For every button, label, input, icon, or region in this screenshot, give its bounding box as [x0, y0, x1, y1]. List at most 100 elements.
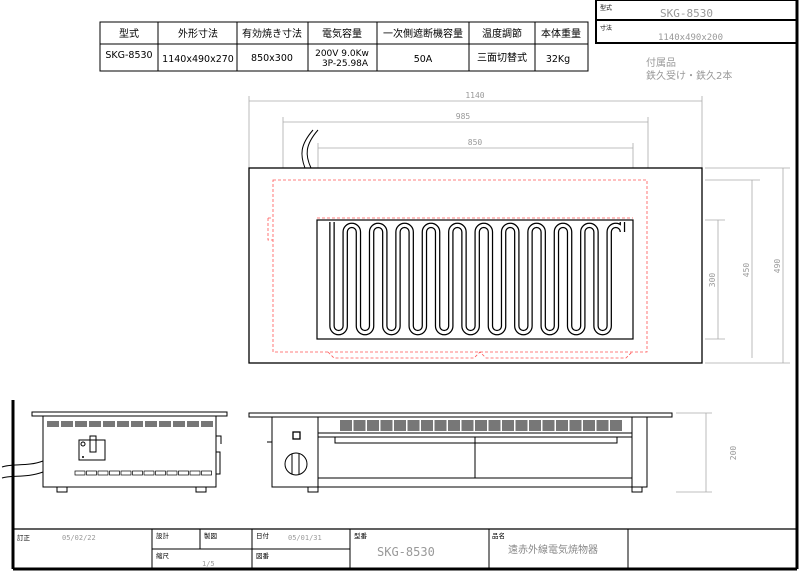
power-cord	[301, 129, 319, 169]
info-model-label: 型式	[600, 4, 612, 12]
top-view-dimensions: 1140 985 850 300 450 490	[248, 91, 790, 364]
dim-width-mid: 985	[456, 112, 471, 121]
model-no-label: 型番	[354, 531, 368, 540]
vent-slot	[448, 420, 460, 431]
vent-slot	[542, 420, 555, 431]
dim-depth-mid: 450	[742, 263, 751, 278]
switch-plate	[78, 439, 106, 461]
title-block: 訂正 設計 製図 日付 縮尺 図番 型番 品名 05/02/22 05/01/3…	[13, 528, 797, 569]
header-temp: 温度調節	[482, 27, 522, 40]
accessories-items: 鉄久受け・鉄久2本	[646, 69, 732, 82]
scale-label: 縮尺	[156, 551, 170, 560]
spec-table: 型式 外形寸法 有効焼き寸法 電気容量 一次側遮断機容量 温度調節 本体重量 S…	[99, 21, 589, 72]
vent-slot	[201, 470, 212, 476]
vent-slot	[47, 421, 59, 427]
vent-slot	[74, 470, 86, 476]
cell-power-2: 3P-25.98A	[322, 59, 369, 69]
dim-depth-cook: 300	[708, 273, 717, 288]
vent-slot	[75, 421, 87, 427]
vent-slot	[583, 420, 595, 431]
header-model: 型式	[119, 27, 139, 40]
vent-slot	[461, 420, 474, 431]
vent-slot	[569, 420, 582, 431]
info-size-label: 寸法	[600, 24, 612, 32]
vent-slot	[596, 420, 609, 431]
vent-slot	[353, 420, 366, 431]
info-model-value: SKG-8530	[660, 7, 713, 20]
vent-slot	[529, 420, 541, 431]
vent-slot	[421, 420, 433, 431]
scale-value: 1/5	[202, 560, 215, 568]
vent-slot	[155, 470, 166, 476]
accessories-title: 付属品	[646, 56, 676, 69]
cell-weight: 32Kg	[546, 54, 570, 65]
temperature-knob	[284, 452, 308, 476]
cell-model: SKG-8530	[105, 50, 152, 61]
vent-slot	[610, 420, 622, 431]
revision-label: 訂正	[17, 533, 31, 542]
cooking-plate	[316, 219, 634, 340]
vent-slot	[178, 470, 189, 476]
header-power: 電気容量	[322, 27, 362, 40]
vent-slot	[556, 420, 568, 431]
info-size-value: 1140x490x200	[658, 33, 723, 43]
vent-slot	[488, 420, 501, 431]
heater-coil	[329, 222, 626, 336]
dim-width-total: 1140	[465, 91, 484, 100]
heater-outline	[272, 179, 648, 353]
coil-inner	[330, 222, 624, 335]
vent-slot	[434, 420, 447, 431]
vent-slot	[367, 420, 379, 431]
vent-slot	[515, 420, 528, 431]
control-box	[271, 416, 319, 488]
vent-slot	[173, 421, 185, 427]
vent-slot	[189, 470, 201, 476]
cell-power-1: 200V 9.0Kw	[315, 49, 369, 59]
header-weight: 本体重量	[541, 27, 581, 40]
vent-slot	[89, 421, 101, 427]
vent-slot	[187, 421, 199, 427]
vent-slot	[131, 421, 143, 427]
side-view	[1, 411, 228, 493]
vent-slot	[103, 421, 115, 427]
vent-slot	[143, 470, 155, 476]
cell-breaker: 50A	[414, 54, 433, 65]
cell-temp: 三面切替式	[477, 51, 527, 64]
vent-slot	[394, 420, 406, 431]
cell-cook-size: 850x300	[251, 53, 293, 64]
vent-slot	[117, 421, 129, 427]
drawing-no-label: 図番	[256, 552, 270, 560]
vent-slot	[97, 470, 109, 476]
revision-date: 05/02/22	[62, 534, 96, 542]
pilot-lamp-icon	[292, 431, 301, 440]
vent-slot	[201, 421, 213, 427]
model-no-value: SKG-8530	[377, 545, 435, 559]
date-label: 日付	[256, 531, 270, 540]
vent-slot	[159, 421, 171, 427]
vent-slot	[120, 470, 132, 476]
date-value: 05/01/31	[288, 534, 322, 542]
top-view	[248, 129, 703, 364]
dim-depth-total: 490	[773, 259, 782, 274]
vent-slot	[145, 421, 157, 427]
vent-slot	[380, 420, 393, 431]
design-label: 設計	[156, 531, 170, 540]
vent-slot	[475, 420, 487, 431]
dim-width-cook: 850	[468, 138, 483, 147]
product-label: 品名	[492, 531, 505, 540]
product-value: 遠赤外線電気焼物器	[508, 543, 598, 556]
cell-outer-size: 1140x490x270	[162, 54, 234, 65]
vent-slot	[407, 420, 420, 431]
vent-slot	[502, 420, 514, 431]
header-cook-size: 有効焼き寸法	[242, 27, 302, 40]
drawing-label: 製図	[204, 531, 217, 540]
header-breaker: 一次側遮断機容量	[383, 27, 463, 40]
front-view: 200	[248, 412, 738, 493]
dim-height: 200	[729, 446, 738, 461]
info-box: 型式 SKG-8530 寸法 1140x490x200 付属品 鉄久受け・鉄久2…	[595, 0, 798, 82]
vent-slot	[340, 420, 352, 431]
header-outer-size: 外形寸法	[178, 27, 218, 40]
vent-slot	[132, 470, 143, 476]
vent-slot	[86, 470, 97, 476]
